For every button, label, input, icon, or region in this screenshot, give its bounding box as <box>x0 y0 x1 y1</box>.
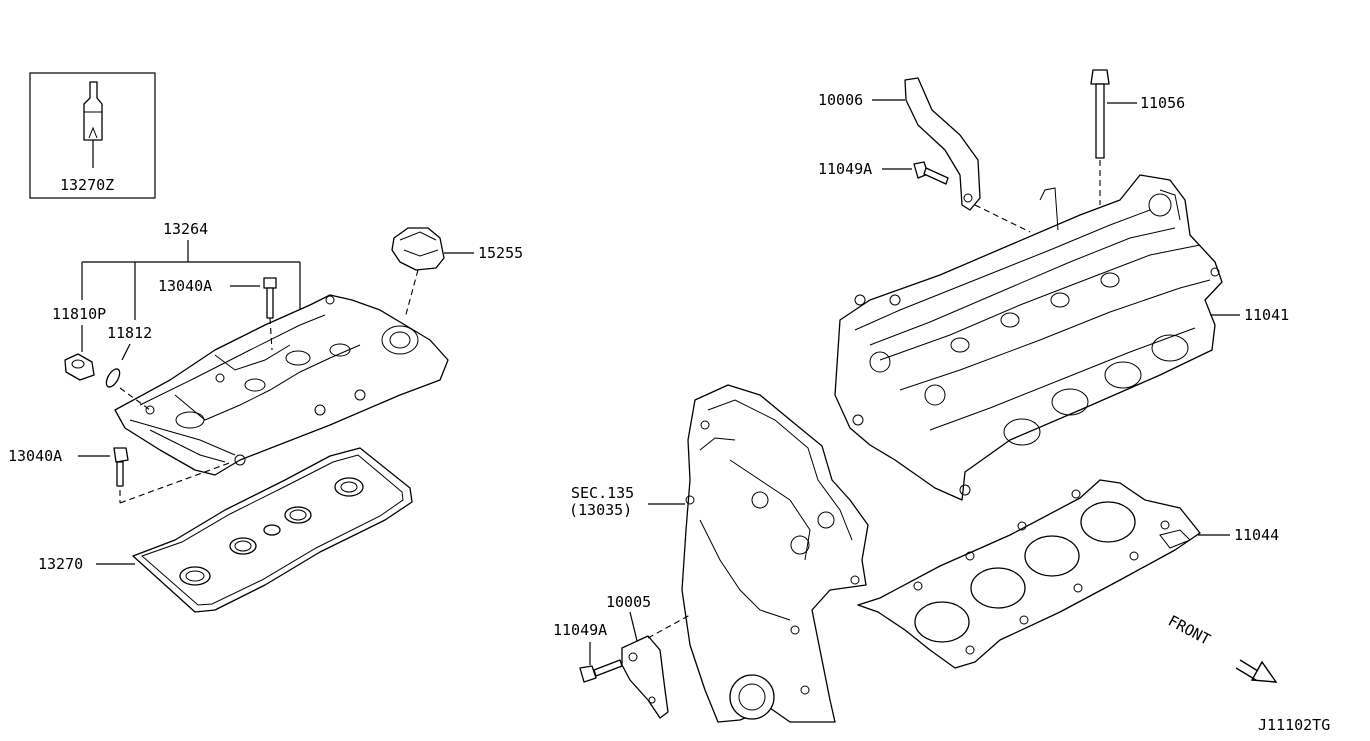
oil-filler-cap-icon <box>391 227 445 271</box>
cylinder-head <box>834 174 1223 501</box>
oil-filler-cap-group: 15255 <box>391 227 523 319</box>
sealant-tube-icon <box>83 81 103 168</box>
rocker-cover-gasket-group: 13270 <box>38 447 413 613</box>
label-front: FRONT <box>1165 612 1213 649</box>
label-11049a-bottom: 11049A <box>553 621 607 639</box>
sealant-tube-box: 13270Z <box>29 72 156 199</box>
label-10005: 10005 <box>606 593 651 611</box>
front-bracket <box>621 635 669 719</box>
grommet-icon <box>105 368 121 388</box>
label-11810p: 11810P <box>52 305 106 323</box>
label-11056: 11056 <box>1140 94 1185 112</box>
timing-case-group: SEC.135 (13035) <box>569 384 869 723</box>
label-15255: 15255 <box>478 244 523 262</box>
bolt-icon <box>113 447 129 487</box>
rocker-cover-gasket <box>132 447 413 613</box>
label-11041: 11041 <box>1244 306 1289 324</box>
bolt-icon <box>579 659 623 683</box>
label-13040a-top: 13040A <box>158 277 212 295</box>
cylinder-head-gasket <box>857 479 1201 669</box>
front-indicator: FRONT <box>1165 612 1278 683</box>
head-gasket-group: 11044 <box>857 479 1279 669</box>
rocker-cover-group: 13264 13040A <box>52 220 449 476</box>
bolt-icon <box>263 277 277 319</box>
cylinder-head-group: 11041 <box>834 174 1289 501</box>
label-13270z: 13270Z <box>60 176 114 194</box>
label-11049a-top: 11049A <box>818 160 872 178</box>
bolt-13040a-left-group: 13040A <box>8 447 233 504</box>
diagram-code: J11102TG <box>1258 716 1330 734</box>
bracket-10006-group: 10006 11049A 11056 <box>818 69 1185 233</box>
label-sec-135: SEC.135 <box>571 484 634 502</box>
engine-hanger-bracket <box>904 77 981 211</box>
front-arrow-icon <box>1235 659 1278 683</box>
bracket-10005-group: 10005 11049A <box>553 593 691 719</box>
label-13040a-left: 13040A <box>8 447 62 465</box>
label-13270: 13270 <box>38 555 83 573</box>
timing-chain-case <box>681 384 869 723</box>
label-13264: 13264 <box>163 220 208 238</box>
head-bolt-icon <box>1090 69 1110 159</box>
label-10006: 10006 <box>818 91 863 109</box>
bolt-icon <box>913 161 949 185</box>
pcv-valve-icon <box>64 353 95 381</box>
rocker-cover <box>114 294 449 476</box>
label-11044: 11044 <box>1234 526 1279 544</box>
label-11812: 11812 <box>107 324 152 342</box>
label-sec-ref: (13035) <box>569 501 632 519</box>
